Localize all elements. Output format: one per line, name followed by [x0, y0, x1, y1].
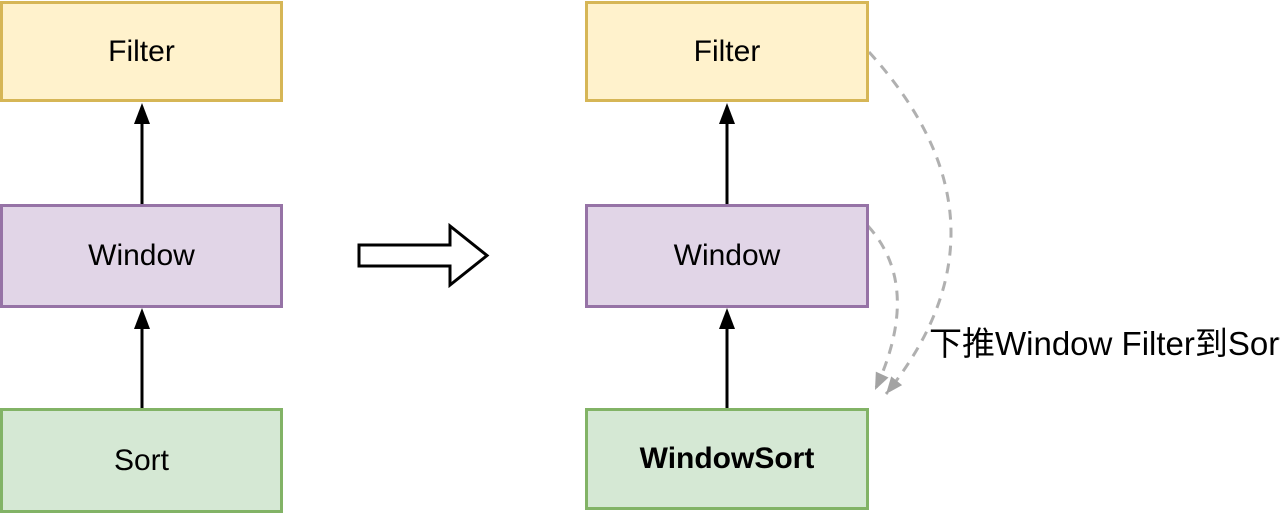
- plan-node-filter-before: Filter: [0, 1, 283, 102]
- plan-node-label: Window: [88, 239, 195, 272]
- pushdown-annotation: 下推Window Filter到Sort: [929, 325, 1280, 362]
- plan-node-label: WindowSort: [639, 442, 815, 475]
- plan-node-window-after: Window: [585, 204, 869, 308]
- plan-node-label: Window: [673, 239, 781, 272]
- plan-node-label: Filter: [693, 34, 761, 68]
- plan-node-label: Filter: [108, 34, 175, 68]
- dashed-edge-filter-to-windowsort: [867, 50, 953, 395]
- plan-node-windowsort-after: WindowSort: [585, 408, 869, 510]
- plan-node-label: Sort: [113, 443, 170, 477]
- plan-node-sort-before: Sort: [0, 408, 283, 513]
- dashed-edge-window-to-windowsort: [866, 224, 899, 391]
- block-arrow-right-icon: [357, 222, 490, 289]
- arrowhead-up-icon: [719, 103, 735, 124]
- plan-node-filter-after: Filter: [585, 1, 869, 102]
- plan-node-window-before: Window: [0, 204, 283, 308]
- arrowhead-up-icon: [134, 308, 150, 329]
- arrowhead-up-icon: [134, 103, 150, 124]
- arrowhead-up-icon: [719, 308, 735, 329]
